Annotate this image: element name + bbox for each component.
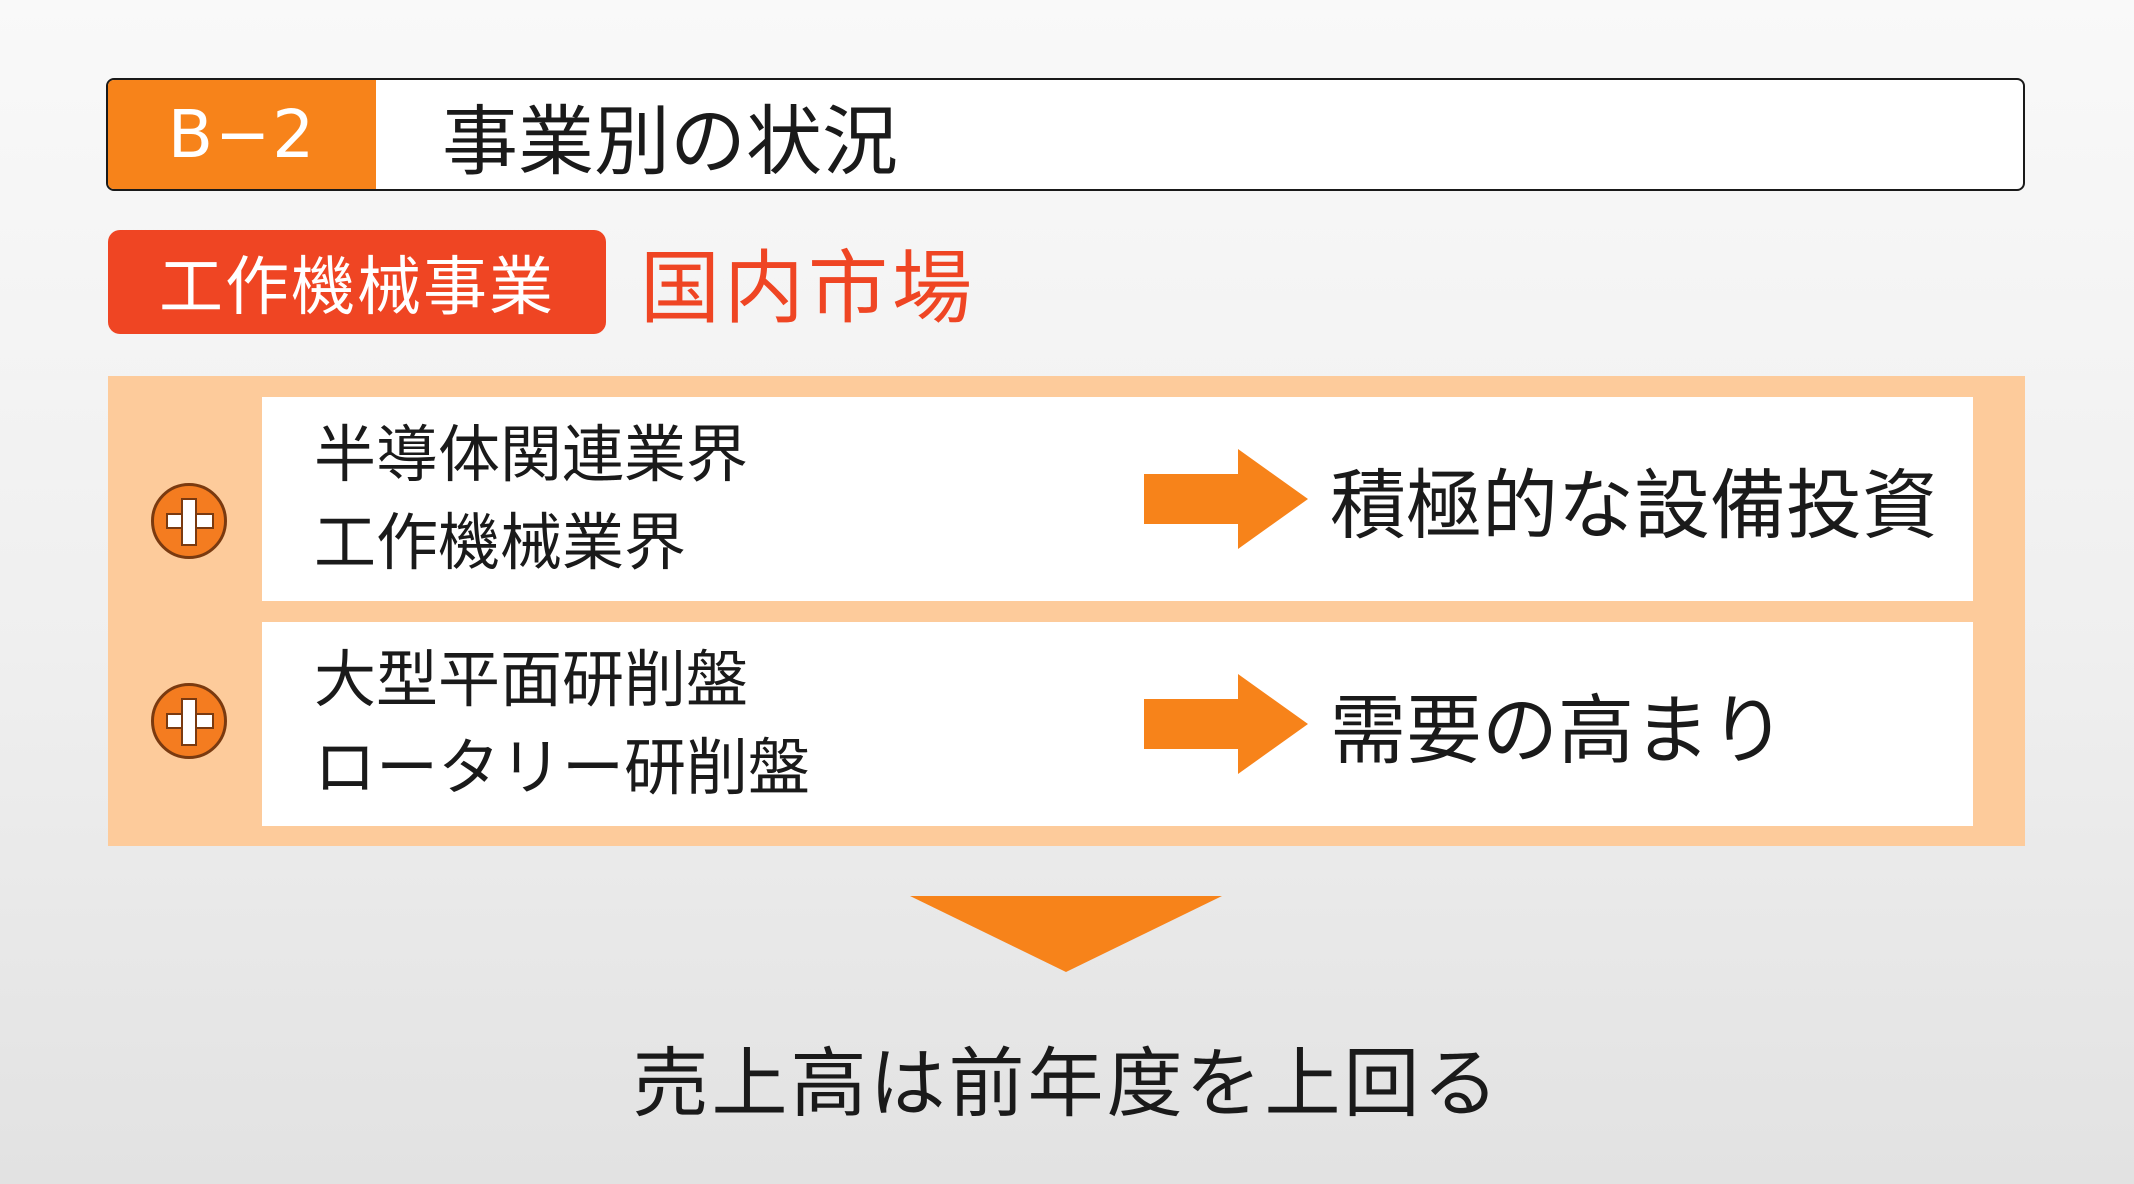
- factor-cause: 工作機械業界: [314, 506, 687, 579]
- plus-icon: [151, 483, 227, 559]
- factor-card: 半導体関連業界 工作機械業界 積極的な設備投資: [262, 397, 1973, 601]
- factor-effect: 需要の高まり: [1330, 686, 1786, 775]
- factor-cause: 大型平面研削盤: [314, 643, 749, 716]
- conclusion-text: 売上高は前年度を上回る: [632, 1039, 1502, 1128]
- down-arrow-icon: [910, 896, 1222, 972]
- slide-title: 事業別の状況: [442, 96, 898, 186]
- plus-icon: [151, 683, 227, 759]
- segment-tag: 工作機械事業: [108, 230, 606, 334]
- slide-title-bar: B−2 事業別の状況: [106, 78, 2025, 191]
- market-label: 国内市場: [640, 242, 976, 335]
- factor-cause: ロータリー研削盤: [314, 731, 811, 804]
- factor-causes: 大型平面研削盤 ロータリー研削盤: [314, 622, 810, 826]
- factor-causes: 半導体関連業界 工作機械業界: [314, 397, 748, 601]
- right-arrow-icon: [1144, 449, 1308, 549]
- factor-effect: 積極的な設備投資: [1330, 461, 1938, 550]
- factors-panel: 半導体関連業界 工作機械業界 積極的な設備投資 大型平面研削盤 ロータリー研削盤…: [108, 376, 2025, 846]
- factor-card: 大型平面研削盤 ロータリー研削盤 需要の高まり: [262, 622, 1973, 826]
- factor-cause: 半導体関連業界: [314, 418, 749, 491]
- section-code: B−2: [108, 80, 376, 189]
- right-arrow-icon: [1144, 674, 1308, 774]
